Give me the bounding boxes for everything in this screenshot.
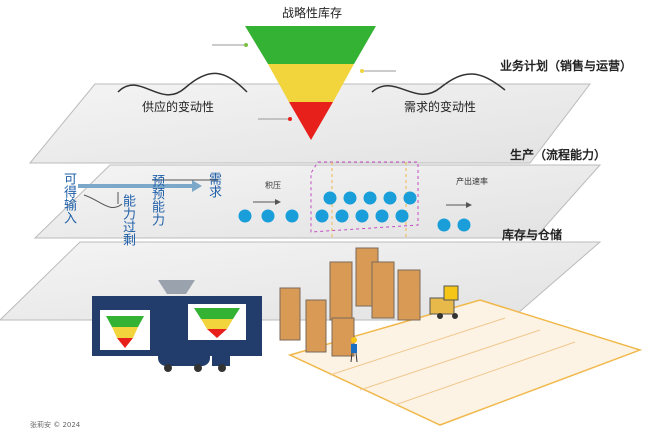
demand-flow-label: 需求	[206, 172, 221, 198]
truck-wheel-2	[194, 364, 202, 372]
output-rate-label: 产出速率	[456, 177, 488, 186]
wip-ball	[285, 209, 299, 223]
truck-tank	[158, 346, 210, 366]
wip-ball	[437, 218, 451, 232]
wip-ball	[375, 209, 389, 223]
wip-ball	[457, 218, 471, 232]
wip-ball	[355, 209, 369, 223]
supply-wave	[117, 72, 248, 96]
backlog-arrowhead	[275, 199, 281, 205]
green-pointer-dot	[244, 43, 248, 47]
expected-capacity-label: 预预能力	[149, 174, 164, 226]
funnel-red-band	[289, 102, 333, 140]
tanker-truck	[158, 346, 230, 372]
factory-funnel-right-yellow	[201, 319, 233, 329]
buffer-box	[310, 161, 419, 233]
factory-funnel-right-green	[194, 308, 240, 319]
wip-ball	[403, 191, 417, 205]
storage-racks	[279, 247, 421, 357]
wip-ball	[363, 191, 377, 205]
funnel-green-band	[245, 26, 376, 64]
available-input-label: 可得输入	[61, 172, 76, 224]
excess-capacity-label: 能力过剩	[120, 194, 135, 246]
wip-ball	[383, 191, 397, 205]
wip-ball	[335, 209, 349, 223]
worker	[350, 337, 358, 363]
backlog-label: 积压	[265, 181, 281, 190]
diagram-title: 战略性库存	[282, 6, 343, 20]
funnel-yellow-band	[268, 64, 354, 102]
production-layer-label: 生产（流程能力）	[510, 148, 607, 162]
main-flow-arrowhead	[192, 180, 202, 192]
yellow-pointer-dot	[360, 69, 364, 73]
wip-ball	[343, 191, 357, 205]
wip-ball	[315, 209, 329, 223]
copyright-text: 张莉安 © 2024	[30, 421, 81, 429]
factory-hopper	[158, 280, 195, 294]
forklift	[429, 285, 459, 319]
truck-wheel-3	[218, 364, 226, 372]
wip-ball	[323, 191, 337, 205]
wip-ball	[238, 209, 252, 223]
excess-curve	[83, 194, 123, 209]
inventory-layer-label: 库存与仓储	[502, 228, 563, 242]
output-arrowhead	[466, 202, 472, 208]
supply-variability-label: 供应的变动性	[142, 100, 215, 114]
demand-wave	[371, 73, 506, 95]
planning-layer-label: 业务计划（销售与运营）	[500, 59, 633, 73]
floor-lanes	[329, 317, 576, 406]
production-plane	[33, 164, 602, 239]
truck-wheel-1	[164, 364, 172, 372]
factory-funnel-left-red	[117, 338, 133, 348]
truck-cab	[212, 350, 230, 366]
wip-ball	[261, 209, 275, 223]
wip-ball	[395, 209, 409, 223]
red-pointer-dot	[288, 117, 292, 121]
factory-funnel-left-yellow	[112, 327, 138, 338]
demand-variability-label: 需求的变动性	[404, 100, 477, 114]
factory-funnel-right-red	[207, 329, 227, 338]
factory-funnel-left-green	[106, 316, 144, 327]
work-in-process-balls	[238, 191, 471, 232]
